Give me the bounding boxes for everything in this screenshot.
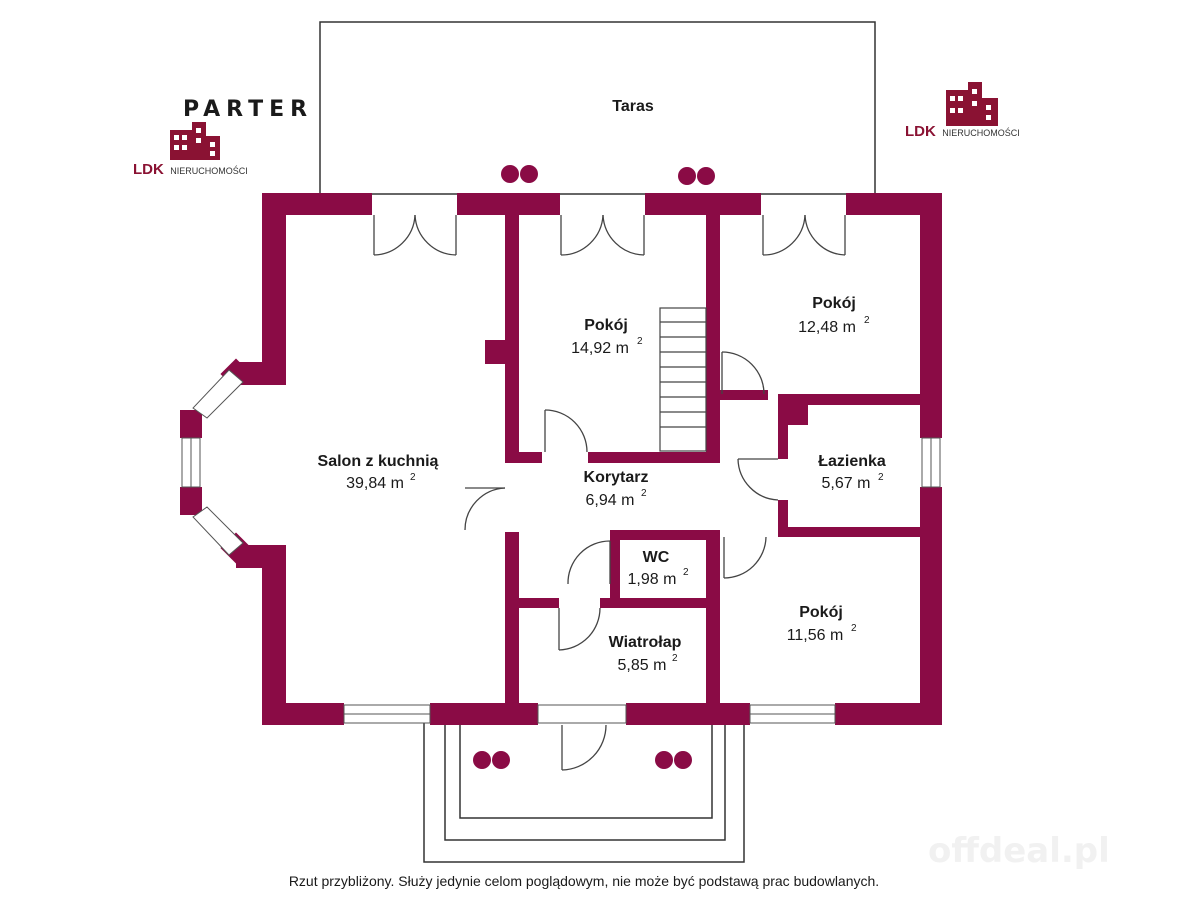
svg-text:LDK NIERUCHOMOŚCI: LDK NIERUCHOMOŚCI [905,123,1020,140]
room-area-exp-lazienka: 2 [878,472,884,483]
logo-right-brand: LDK [905,123,936,140]
room-area-exp-pokoj-2: 2 [864,315,870,326]
room-name-pokoj-1: Pokój [584,317,628,334]
room-area-exp-wiatrolap: 2 [672,653,678,664]
room-name-wc: WC [643,549,670,566]
room-name-pokoj-3: Pokój [799,604,843,621]
logo-left [170,122,220,160]
room-area-exp-salon: 2 [410,472,416,483]
doors [373,214,846,771]
room-area-exp-korytarz: 2 [641,488,647,499]
room-labels: Taras Salon z kuchnią 39,84 m 2 Pokój 14… [318,98,886,674]
room-area-salon: 39,84 m [346,475,404,492]
logo-right-sub: NIERUCHOMOŚCI [942,127,1020,138]
porch-outline [423,721,745,863]
room-area-pokoj-2: 12,48 m [798,319,856,336]
walls [180,193,942,725]
svg-text:LDK NIERUCHOMOŚCI: LDK NIERUCHOMOŚCI [133,161,248,178]
room-name-salon: Salon z kuchnią [318,453,439,470]
room-area-lazienka: 5,67 m [822,475,871,492]
lamp-markers [473,165,715,769]
room-area-pokoj-3: 11,56 m [787,627,844,644]
room-area-pokoj-1: 14,92 m [571,340,629,357]
room-area-exp-pokoj-1: 2 [637,336,643,347]
windows [181,369,941,724]
terrace-outline [319,21,876,195]
room-name-pokoj-2: Pokój [812,295,856,312]
room-area-wc: 1,98 m [628,571,677,588]
logo-left-sub: NIERUCHOMOŚCI [170,165,248,176]
disclaimer-text: Rzut przybliżony. Służy jedynie celom po… [289,873,879,889]
watermark: offdeal.pl [928,831,1110,871]
room-name-taras: Taras [612,98,654,115]
logo-left-brand: LDK [133,161,164,178]
room-area-korytarz: 6,94 m [586,492,635,509]
room-name-wiatrolap: Wiatrołap [609,634,682,651]
room-name-lazienka: Łazienka [818,453,886,470]
stairs [659,307,707,452]
room-name-korytarz: Korytarz [584,469,649,486]
floor-title: PARTER [183,97,313,122]
room-area-wiatrolap: 5,85 m [618,657,667,674]
room-area-exp-wc: 2 [683,567,689,578]
logo-right [946,82,998,126]
room-area-exp-pokoj-3: 2 [851,623,857,634]
